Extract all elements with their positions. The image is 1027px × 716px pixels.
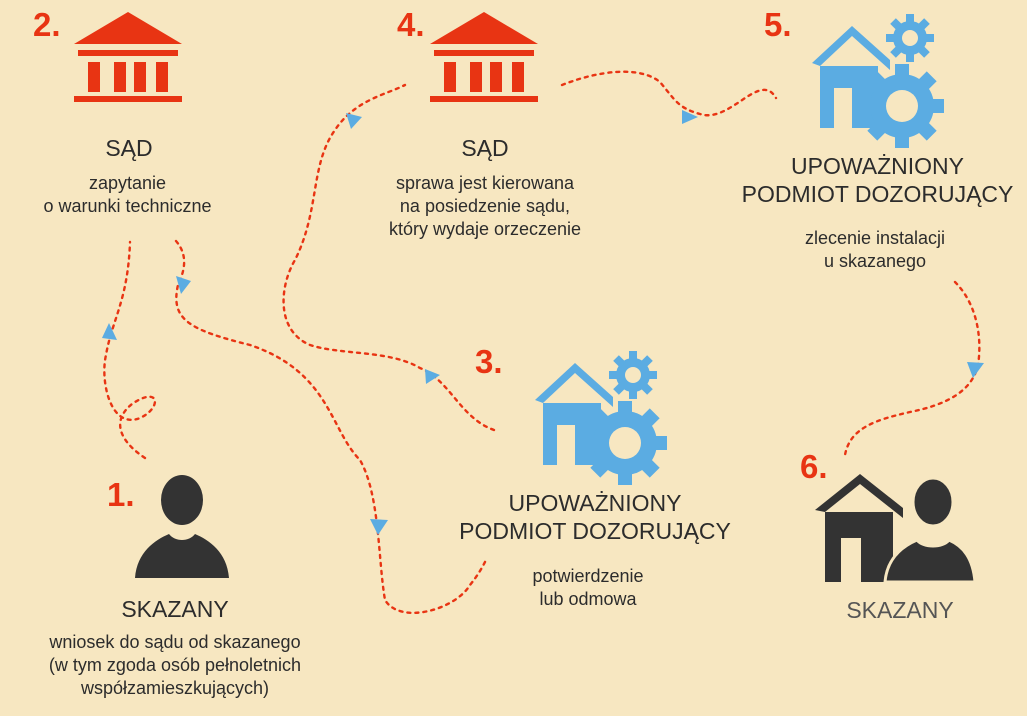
- step-6-number: 6.: [800, 448, 828, 485]
- arrow-2-to-3-a: [176, 276, 191, 294]
- step-3-number: 3.: [475, 343, 503, 380]
- house-gears-icon: [812, 14, 944, 148]
- arrow-3-to-4-a: [425, 369, 440, 384]
- step-4-number: 4.: [397, 6, 425, 43]
- connector-2-to-3: [174, 239, 488, 615]
- arrow-3-to-4-b: [346, 113, 362, 129]
- step-5-number: 5.: [764, 6, 792, 43]
- connector-4-to-5: [560, 70, 778, 117]
- step-1-description: wniosek do sądu od skazanego (w tym zgod…: [48, 632, 302, 698]
- arrow-2-to-3-b: [370, 519, 388, 535]
- arrow-4-to-5: [682, 110, 698, 124]
- connector-5-to-6: [843, 280, 981, 457]
- step-5-title: UPOWAŻNIONY PODMIOT DOZORUJĄCY: [741, 153, 1014, 207]
- arrow-5-to-6: [967, 362, 984, 378]
- step-2-description: zapytanie o warunki techniczne: [43, 173, 212, 216]
- person-icon: [135, 475, 229, 578]
- step-4-description: sprawa jest kierowana na posiedzenie sąd…: [388, 173, 582, 239]
- step-6-title: SKAZANY: [846, 597, 954, 623]
- step-1-title: SKAZANY: [121, 596, 229, 622]
- step-3-title: UPOWAŻNIONY PODMIOT DOZORUJĄCY: [459, 490, 731, 544]
- step-2-number: 2.: [33, 6, 61, 43]
- person-house-icon: [815, 474, 975, 584]
- step-1-number: 1.: [107, 476, 135, 513]
- court-building-icon: [74, 12, 182, 102]
- connector-1-to-2: [103, 240, 156, 460]
- arrow-1-to-2: [102, 323, 117, 340]
- step-3-description: potwierdzenie lub odmowa: [532, 566, 644, 609]
- court-building-icon: [430, 12, 538, 102]
- step-4-title: SĄD: [461, 135, 509, 161]
- step-5-description: zlecenie instalacji u skazanego: [804, 228, 946, 271]
- house-gears-icon: [535, 351, 667, 485]
- step-2-title: SĄD: [105, 135, 153, 161]
